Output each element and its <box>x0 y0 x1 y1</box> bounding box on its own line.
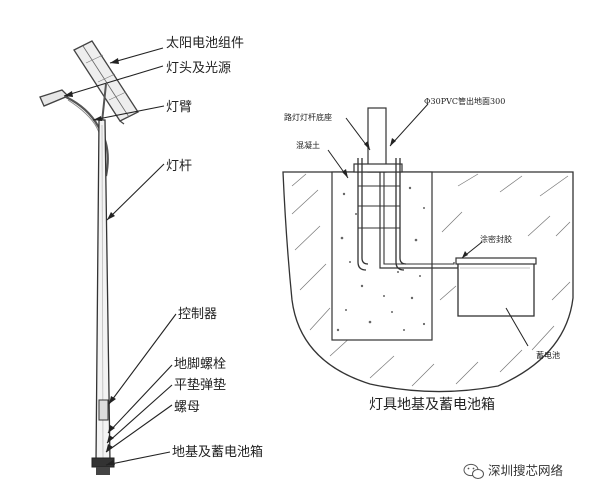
concrete-block <box>331 171 433 341</box>
label-battery: 蓄电池 <box>536 350 560 360</box>
lamp-head <box>39 89 70 107</box>
watermark: 深圳搜芯网络 <box>463 463 564 479</box>
left-leader-lines <box>63 47 177 466</box>
watermark-text: 深圳搜芯网络 <box>488 463 564 478</box>
label-foundation-battery-box: 地基及蓄电池箱 <box>172 444 263 460</box>
label-washers: 平垫弹垫 <box>174 377 226 393</box>
panel-support <box>101 83 107 123</box>
right-arrowheads <box>342 138 468 258</box>
soil-hatching <box>291 173 571 387</box>
label-sealant: 涂密封胶 <box>480 234 512 244</box>
label-light-pole: 灯杆 <box>166 159 192 174</box>
battery-box <box>455 257 537 317</box>
label-lamp-arm: 灯臂 <box>166 100 192 115</box>
controller-box <box>98 399 109 421</box>
label-controller: 控制器 <box>178 307 217 322</box>
bolt-rebar-rungs <box>358 185 400 229</box>
caption-foundation-battery: 灯具地基及蓄电池箱 <box>369 396 495 413</box>
label-lamp-head-light-source: 灯头及光源 <box>166 61 231 76</box>
left-arrowheads <box>64 58 119 465</box>
label-pole-base: 路灯灯杆底座 <box>284 112 332 122</box>
label-pvc-pipe: Φ30PVC管出地面300 <box>424 96 505 106</box>
label-nut: 螺母 <box>174 400 200 415</box>
street-light-illustration <box>39 40 139 475</box>
lamp-arm <box>65 96 109 177</box>
label-concrete: 混凝土 <box>296 140 320 150</box>
base-plate <box>353 163 403 173</box>
label-anchor-bolt: 地脚螺栓 <box>174 356 226 372</box>
pole-stub <box>367 107 387 173</box>
wechat-icon <box>463 463 484 479</box>
concrete-speckles <box>336 186 426 332</box>
foundation-section-drawing <box>282 107 574 393</box>
label-solar-module: 太阳电池组件 <box>166 36 244 51</box>
anchor-bolt-left <box>357 158 367 271</box>
